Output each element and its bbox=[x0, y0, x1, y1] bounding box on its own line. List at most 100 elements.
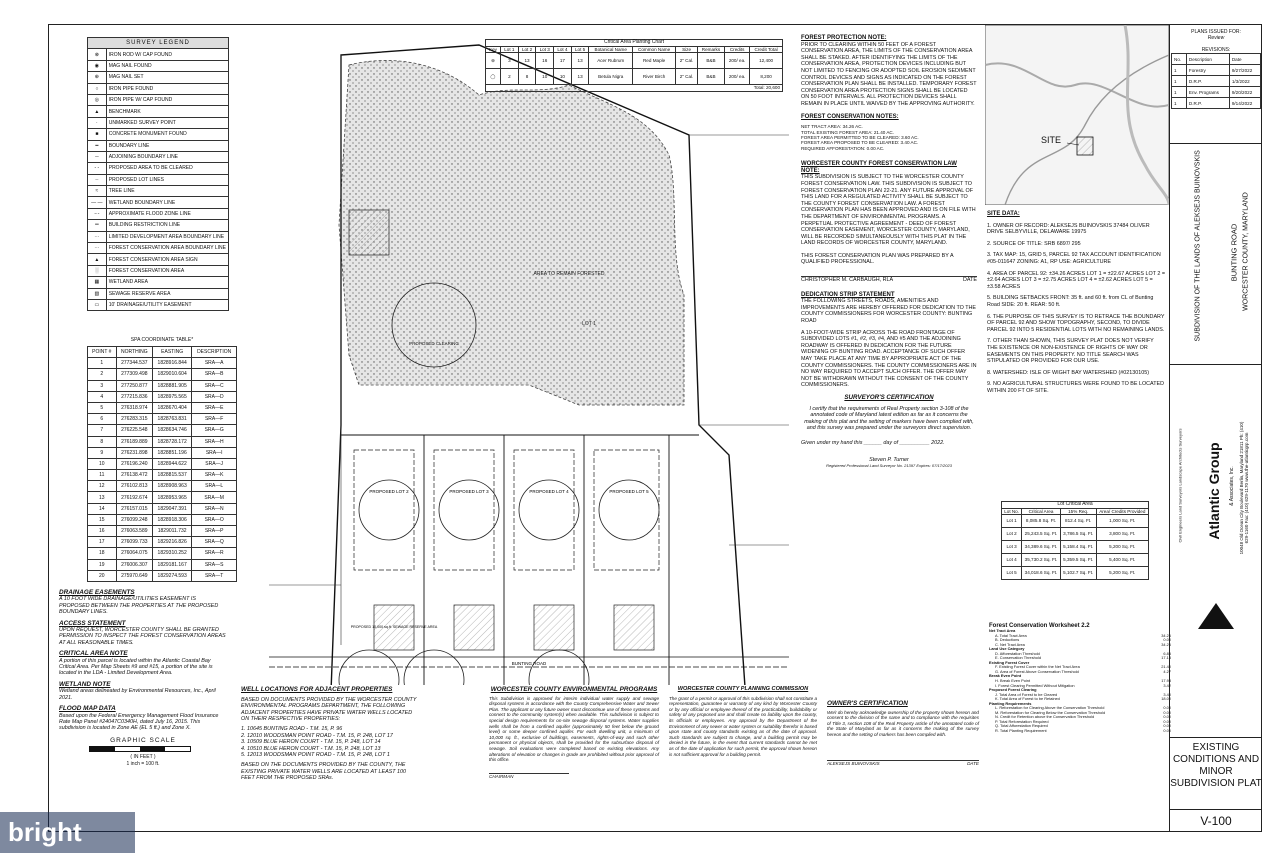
worksheet-label: C. Net Tract Area bbox=[995, 641, 1025, 647]
planting-cell: 12,400 bbox=[749, 52, 783, 70]
spa-cell: 276225.548 bbox=[115, 424, 154, 437]
legend-row: ■CONCRETE MONUMENT FOUND bbox=[87, 128, 230, 141]
worksheet-label: N. Credit for Retention above the Conser… bbox=[995, 714, 1095, 720]
critical-title: CRITICAL AREA NOTE bbox=[59, 650, 128, 658]
wetland-title: WETLAND NOTE bbox=[59, 680, 111, 688]
lca-cell: 3,786.5 Sq. Ft. bbox=[1059, 527, 1097, 542]
worksheet-label: Break Even Point bbox=[989, 673, 1022, 679]
lca-cell: 5,158.4 Sq. Ft. bbox=[1059, 540, 1097, 555]
worksheet-label: H. Break Even Point bbox=[995, 678, 1031, 684]
rev-cell: 1 bbox=[1171, 97, 1187, 109]
road-title: BUNTING ROAD bbox=[1229, 223, 1239, 282]
lca-header: Area/ Credits Provided bbox=[1095, 507, 1150, 516]
firm-sub: & Associates, Inc. bbox=[1229, 466, 1235, 506]
legend-label: WETLAND BOUNDARY LINE bbox=[105, 196, 230, 209]
legend-label: BUILDING RESTRICTION LINE bbox=[105, 219, 230, 232]
surveyor-given: Given under my hand this ______ day of _… bbox=[801, 439, 945, 446]
legend-label: CONCRETE MONUMENT FOUND bbox=[105, 128, 230, 141]
lca-cell: 5,200 Sq. Ft. bbox=[1095, 540, 1150, 555]
forest-conservation-area bbox=[338, 60, 685, 406]
worksheet-label: Land Use Category bbox=[989, 646, 1025, 652]
bunting-road bbox=[269, 656, 789, 668]
drainage-text: A 10 FOOT WIDE DRAINAGE/UTILITIES EASEME… bbox=[59, 596, 219, 616]
spa-cell: 276157.015 bbox=[115, 502, 154, 515]
rev-header: Description bbox=[1185, 53, 1230, 65]
planting-cell: 13 bbox=[570, 52, 590, 70]
spa-cell: 276283.315 bbox=[115, 413, 154, 426]
fc-line: TOTAL EXISTING FOREST AREA: 21.40 AC. bbox=[801, 129, 895, 135]
graphic-scale-bar bbox=[89, 746, 191, 753]
planting-cell: Red Maple bbox=[631, 52, 677, 70]
worksheet-value: 34.26 bbox=[1161, 632, 1171, 638]
spa-cell: 1829010.604 bbox=[152, 368, 193, 381]
rev-cell: D.R.P. bbox=[1185, 75, 1230, 87]
spa-cell: 276189.889 bbox=[115, 435, 154, 448]
spa-cell: 1828763.831 bbox=[152, 413, 193, 426]
worksheet-label: M. Reforestation for Clearing Below the … bbox=[995, 709, 1106, 715]
legend-label: IRON PIPE W/ CAP FOUND bbox=[105, 93, 230, 107]
rev-cell: 1 bbox=[1171, 64, 1187, 76]
plat-sheet: SURVEY LEGEND ⊗IRON ROD W/ CAP FOUND◉MAG… bbox=[48, 24, 1262, 832]
site-item: 4. AREA OF PARCEL 92: ±34.26 ACRES LOT 1… bbox=[987, 270, 1166, 290]
legend-symbol-icon: ▲ bbox=[87, 105, 107, 118]
spa-cell: 16 bbox=[87, 524, 117, 538]
surveyor-name: Steven P. Turner bbox=[869, 456, 909, 463]
worksheet-line: Planting Requirements bbox=[989, 701, 1171, 707]
spa-cell: 1829181.167 bbox=[152, 558, 193, 571]
planning-text: The grant of a permit or approval of thi… bbox=[669, 695, 817, 757]
lca-cell: Lot 2 bbox=[1000, 527, 1023, 542]
legend-row: — —WETLAND BOUNDARY LINE bbox=[87, 196, 230, 209]
spa-cell: 1829310.252 bbox=[152, 547, 193, 560]
planting-cell: B&B bbox=[696, 68, 726, 86]
site-item: 8. WATERSHED: ISLE OF WIGHT BAY WATERSHE… bbox=[987, 369, 1150, 376]
lca-cell: 25,243.5 Sq. Ft. bbox=[1021, 527, 1061, 542]
legend-row: ░FOREST CONSERVATION AREA bbox=[87, 264, 230, 278]
legend-row: ◎IRON PIPE W/ CAP FOUND bbox=[87, 93, 230, 107]
planting-cell: 2" Cal. bbox=[675, 52, 698, 70]
spa-cell: 276063.589 bbox=[115, 524, 154, 538]
spa-cell: 8 bbox=[87, 435, 117, 448]
planting-header: Remarks bbox=[696, 45, 726, 54]
rev-cell: 9/14/2022 bbox=[1228, 97, 1262, 109]
spa-cell: 19 bbox=[87, 558, 117, 571]
sewage-reserve-areas bbox=[348, 209, 655, 651]
planting-header: Lot 4 bbox=[553, 45, 572, 54]
worksheet-value: 0.00 bbox=[1163, 705, 1171, 711]
worksheet-line: Land Use Category bbox=[989, 647, 1171, 652]
lca-cell: Lot 4 bbox=[1000, 553, 1023, 568]
drainage-title: DRAINAGE EASEMENTS bbox=[59, 589, 135, 596]
legend-symbol-icon: ⋯ bbox=[87, 230, 107, 244]
rev-cell: D.R.P. bbox=[1185, 97, 1230, 109]
legend-label: MAG NAIL SET bbox=[105, 71, 230, 84]
legend-row: ▭10' DRAINAGE/UTILITY EASEMENT bbox=[87, 298, 230, 312]
lca-cell: 5,359.5 Sq. Ft. bbox=[1059, 553, 1097, 568]
dedication-text-2: A 10-FOOT-WIDE STRIP ACROSS THE ROAD FRO… bbox=[801, 329, 977, 389]
legend-row: ≈TREE LINE bbox=[87, 185, 230, 198]
fc-line: FOREST AREA PROPOSED TO BE CLEARED: 3.40… bbox=[801, 140, 919, 146]
planting-cell: 13 bbox=[517, 52, 537, 70]
spa-cell: 1828944.622 bbox=[152, 457, 193, 471]
worksheet-label: F. Existing Forest Cover within the Net … bbox=[995, 664, 1080, 670]
planting-cell: 2" Cal. bbox=[675, 68, 698, 86]
legend-title: SURVEY LEGEND bbox=[87, 36, 229, 50]
lca-cell: 35,730.2 Sq. Ft. bbox=[1021, 553, 1061, 568]
lot-label-4: PROPOSED LOT 4 bbox=[529, 489, 569, 494]
worksheet-label: R. Total Planting Requirement bbox=[995, 728, 1047, 734]
worksheet-label: J. Total Area of Forest to be Cleared bbox=[995, 691, 1058, 697]
revisions-label: REVISIONS: bbox=[1201, 47, 1231, 53]
rev-cell: 1 bbox=[1171, 75, 1187, 87]
worksheet-value: 4.27 bbox=[1163, 668, 1171, 674]
legend-label: BENCHMARK bbox=[105, 105, 230, 118]
